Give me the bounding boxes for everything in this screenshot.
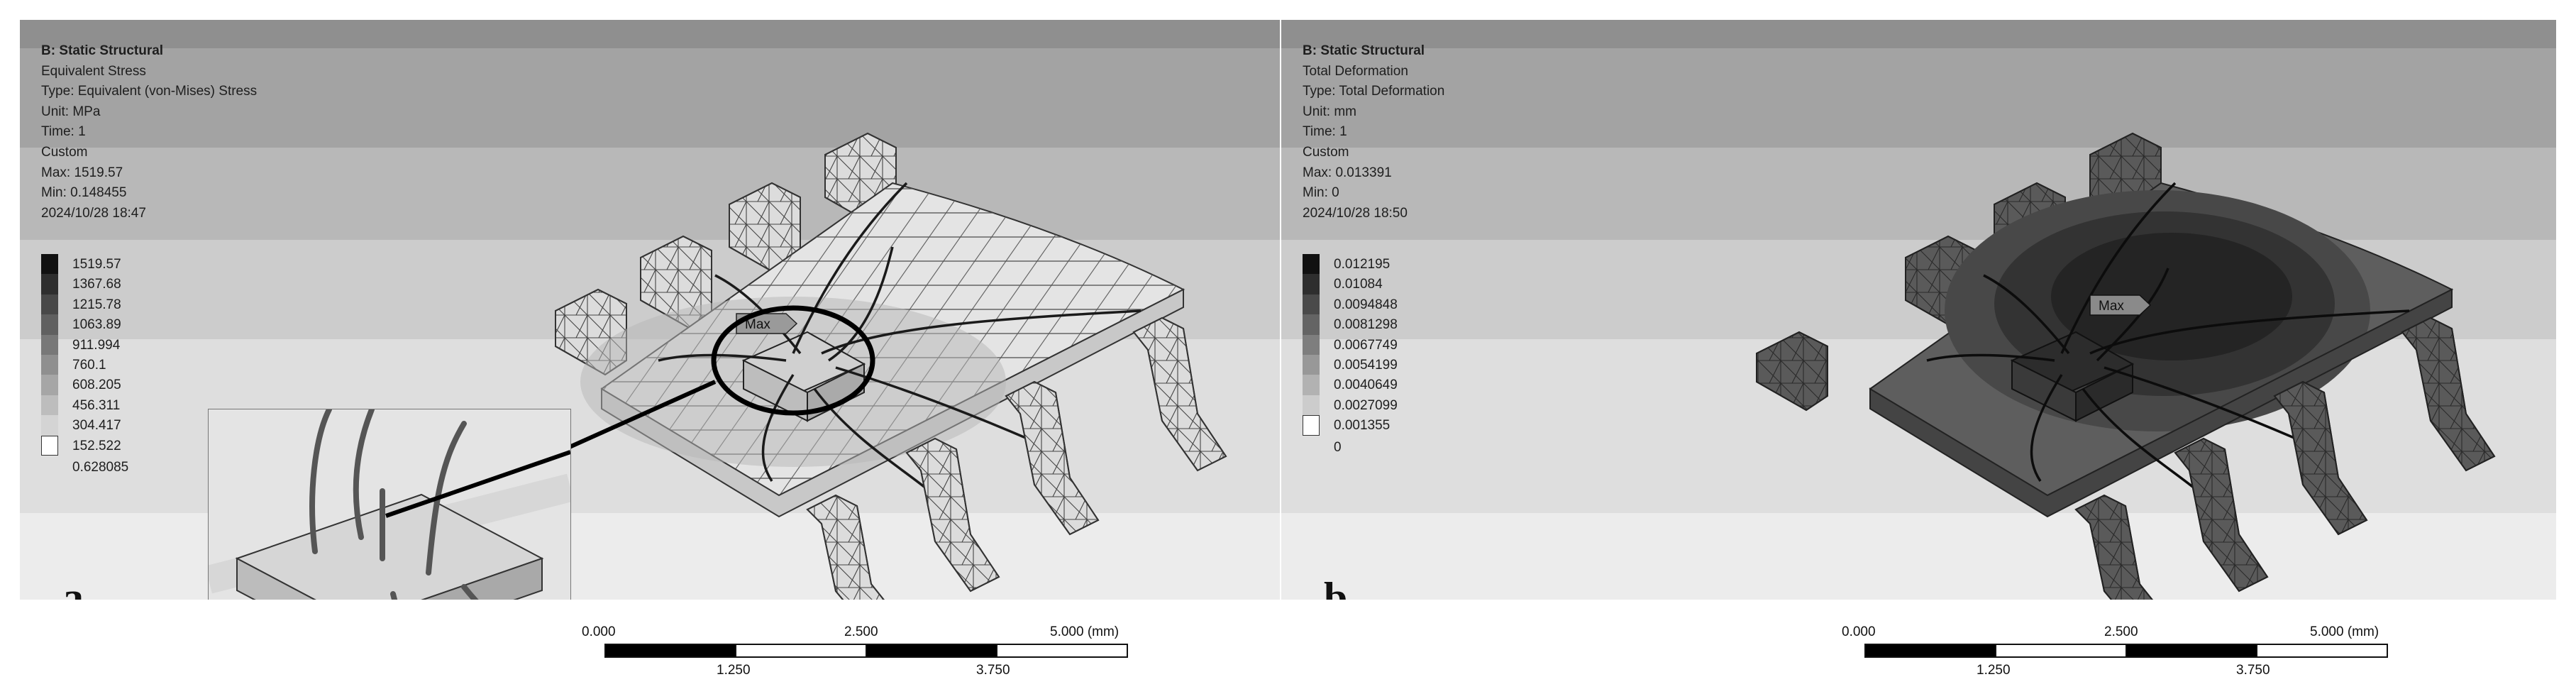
scale-segment [2256,644,2388,658]
legend-value: 0.012195 [1334,257,1391,272]
legend-min-value: 0 [1334,440,1342,455]
scale-segment [2126,644,2257,658]
scale-segment [735,644,867,658]
scale-segment [604,644,736,658]
legend-value: 760.1 [72,357,106,373]
legend-mode: Custom [1303,144,1349,160]
analysis-title: B: Static Structural [41,43,164,58]
legend-min-value: 0.628085 [72,460,129,475]
legend-swatch [41,274,58,294]
legend-swatch [1303,395,1320,416]
chip-model-stress[interactable]: Max [20,20,1280,600]
substrate-plate [580,182,1185,518]
legend-swatch [41,314,58,335]
substrate-plate [1869,182,2454,518]
result-time: Time: 1 [41,124,86,140]
legend-value: 608.205 [72,378,121,393]
legend-value: 0.0094848 [1334,297,1398,312]
scale-segment [866,644,997,658]
legend-swatch [41,354,58,375]
scale-segment [1995,644,2127,658]
scale-tick-mid: 2.500 [2104,624,2138,639]
result-name: Equivalent Stress [41,63,146,79]
legend-value: 0.0040649 [1334,378,1398,393]
scale-segment [996,644,1128,658]
result-info-block: B: Static Structural Total Deformation T… [1303,41,1444,224]
result-timestamp: 2024/10/28 18:50 [1303,205,1408,221]
legend-swatch [41,334,58,355]
zoom-highlight-circle [711,305,875,416]
scale-sub-tick-1: 1.250 [717,663,751,678]
result-unit: Unit: MPa [41,104,101,119]
max-tag-text: Max [745,317,770,332]
viewport-equivalent-stress[interactable]: B: Static Structural Equivalent Stress T… [20,20,1280,600]
result-type: Type: Total Deformation [1303,84,1445,99]
max-probe-label: Max [2089,294,2152,316]
scale-tick-end: 5.000 (mm) [1050,624,1120,639]
lead-frame-leg-icon [806,316,1227,600]
result-time: Time: 1 [1303,124,1347,140]
legend-value: 0.001355 [1334,418,1391,434]
zoom-inset-detail [208,409,571,600]
legend-value: 1215.78 [72,297,121,312]
viewport-total-deformation[interactable]: B: Static Structural Total Deformation T… [1281,20,2556,600]
max-probe-label: Max [736,313,798,334]
legend-swatch [41,294,58,315]
legend-swatch [41,375,58,395]
scale-bar-b: 0.000 2.500 5.000 (mm) 1.250 3.750 [1842,624,2395,681]
scale-segment [1864,644,1996,658]
legend-swatch [1303,375,1320,395]
lead-frame-leg-icon [2074,316,2496,600]
scale-sub-tick-2: 3.750 [2236,663,2270,678]
legend-value: 0.0054199 [1334,357,1398,373]
result-name: Total Deformation [1303,63,1408,79]
legend-value: 1367.68 [72,277,121,292]
legend-value: 1063.89 [72,317,121,333]
legend-swatch [1303,254,1320,275]
result-max: Max: 0.013391 [1303,165,1392,180]
result-min: Min: 0 [1303,185,1339,201]
legend-swatch [41,254,58,275]
result-timestamp: 2024/10/28 18:47 [41,205,146,221]
legend-swatch [1303,314,1320,335]
scale-tick-0: 0.000 [582,624,616,639]
legend-value: 0.0081298 [1334,317,1398,333]
result-min: Min: 0.148455 [41,185,127,201]
figure-label-b: b [1324,574,1348,600]
max-tag-text: Max [2099,299,2124,314]
scale-tick-end: 5.000 (mm) [2310,624,2379,639]
legend-swatch [1303,294,1320,315]
bond-wire-icon [658,182,1141,504]
legend-value: 152.522 [72,438,121,453]
legend-mode: Custom [41,144,88,160]
result-unit: Unit: mm [1303,104,1356,119]
result-max: Max: 1519.57 [41,165,123,180]
legend-value: 911.994 [72,337,121,353]
legend-value: 0.0027099 [1334,397,1398,413]
legend-swatch [41,395,58,416]
legend-value: 304.417 [72,418,121,434]
chip-model-deformation[interactable]: Max [1281,20,2556,600]
analysis-title: B: Static Structural [1303,43,1425,58]
scale-bar-a: 0.000 2.500 5.000 (mm) 1.250 3.750 [582,624,1135,681]
legend-swatch [41,415,58,436]
legend-value: 0.0067749 [1334,337,1398,353]
legend-swatch [1303,354,1320,375]
result-type: Type: Equivalent (von-Mises) Stress [41,84,258,99]
legend-swatch [1303,334,1320,355]
legend-value: 1519.57 [72,257,121,272]
scale-tick-0: 0.000 [1842,624,1876,639]
scale-sub-tick-2: 3.750 [976,663,1010,678]
legend-swatch [1303,274,1320,294]
result-info-block: B: Static Structural Equivalent Stress T… [41,41,257,224]
legend-swatch [1303,415,1320,436]
legend-value: 0.01084 [1334,277,1383,292]
figure-label-a: a [62,574,84,600]
scale-sub-tick-1: 1.250 [1977,663,2011,678]
legend-value: 456.311 [72,397,121,413]
scale-tick-mid: 2.500 [844,624,878,639]
legend-swatch [41,435,58,456]
inset-die-closeup [209,409,570,600]
